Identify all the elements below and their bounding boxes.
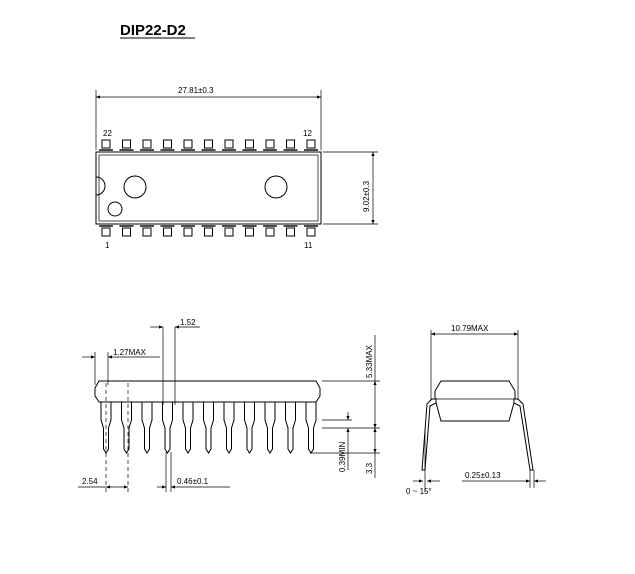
top-view-pin-lower [286, 227, 295, 237]
end-view-left-lead [421, 398, 437, 471]
angle-label: 0 ~ 15° [406, 487, 432, 496]
pin-number-1: 1 [105, 241, 110, 250]
top-view-pin-upper [142, 139, 152, 149]
side-view-lead [244, 401, 255, 454]
end-max-label: 1.27MAX [113, 348, 147, 357]
pin-number-11: 11 [304, 241, 313, 250]
side-view-lead [285, 401, 296, 454]
lead-width-label: 0.46±0.1 [177, 477, 209, 486]
side-view-lead [141, 401, 153, 454]
side-view-lead [162, 401, 173, 454]
lead-length-label: 3.3 [365, 462, 374, 474]
top-view-pin-lower [224, 227, 234, 237]
top-pins-upper [99, 139, 318, 151]
package-title: DIP22-D2 [120, 22, 186, 39]
top-view-pin-upper [163, 139, 172, 149]
lead-thickness-label: 0.25±0.13 [465, 471, 501, 480]
side-view-lead [305, 401, 317, 454]
shoulder-width-label: 1.52 [180, 318, 196, 327]
top-view-pin-lower [204, 227, 213, 237]
top-view-pin-upper [204, 139, 213, 149]
ejector-mark-right [264, 175, 288, 199]
top-view-pin-lower [163, 227, 172, 237]
ejector-mark-left [123, 175, 147, 199]
top-view-pin-upper [286, 139, 295, 149]
pin-number-22: 22 [103, 129, 112, 138]
top-view-pin-lower [183, 227, 193, 237]
top-view-pin-upper [306, 139, 316, 149]
length-dimension-label: 27.81±0.3 [178, 86, 214, 95]
end-view-right-lead [513, 398, 534, 471]
end-view: 10.79MAX 0 ~ 15° 0.25±0.13 [406, 324, 546, 496]
top-view-pin-upper [183, 139, 193, 149]
top-view-pin-lower [122, 227, 131, 237]
top-view-pin-lower [101, 227, 111, 237]
top-view: 22 12 1 11 27.81±0.3 9.02±0.3 [95, 86, 378, 250]
side-view: 1.52 1.27MAX 2.54 0.46±0.1 5.33MAX 0.39M… [78, 318, 380, 492]
side-view-lead [264, 401, 276, 454]
side-view-body [94, 380, 321, 403]
side-view-lead [203, 401, 214, 454]
top-view-pin-upper [245, 139, 254, 149]
index-notch [95, 176, 106, 196]
top-view-pin-upper [122, 139, 131, 149]
top-view-pin-upper [101, 139, 111, 149]
top-view-pin-upper [265, 139, 275, 149]
top-view-body-inner [98, 154, 319, 222]
top-view-pin-upper [224, 139, 234, 149]
top-view-pin-lower [142, 227, 152, 237]
top-view-pin-lower [306, 227, 316, 237]
top-view-body [95, 151, 322, 225]
end-width-max-label: 10.79MAX [451, 324, 489, 333]
width-dimension-label: 9.02±0.3 [362, 180, 371, 212]
end-view-body [434, 380, 516, 422]
height-max-label: 5.33MAX [365, 344, 374, 378]
side-view-lead [182, 401, 194, 454]
top-pins-lower [99, 225, 318, 237]
side-leads [100, 401, 317, 454]
pin-number-12: 12 [303, 129, 312, 138]
side-view-lead [121, 401, 132, 454]
pitch-label: 2.54 [82, 477, 98, 486]
pin1-indicator-mark [107, 201, 123, 217]
top-view-pin-lower [265, 227, 275, 237]
top-view-pin-lower [245, 227, 254, 237]
standoff-min-label: 0.39MIN [338, 442, 347, 472]
side-view-lead [223, 401, 235, 454]
